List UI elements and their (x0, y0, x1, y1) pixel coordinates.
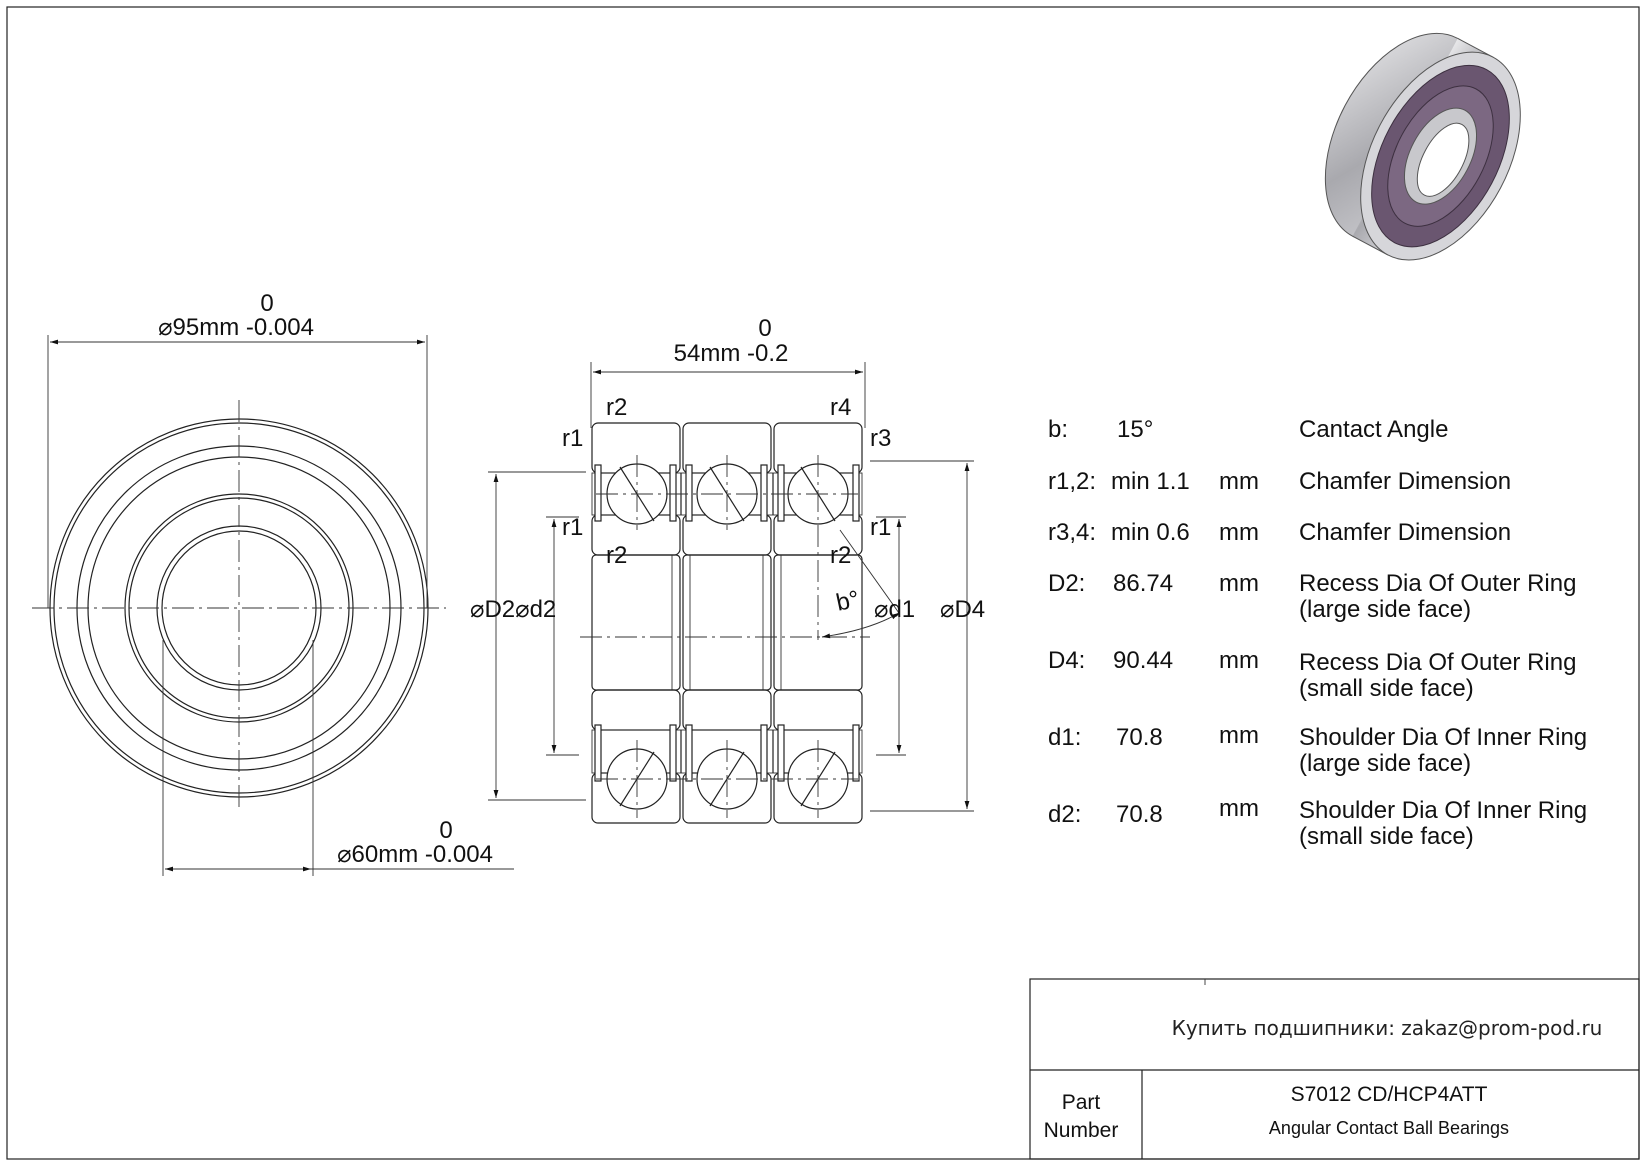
label-r2-mid-left: r2 (606, 542, 627, 569)
spec-unit: mm (1219, 519, 1259, 546)
label-r2-mid-right: r2 (830, 542, 851, 569)
spec-desc: Recess Dia Of Outer Ring (1299, 649, 1576, 676)
part-type: Angular Contact Ball Bearings (1269, 1118, 1509, 1138)
outer-diameter-tolerance: 0 (260, 290, 273, 317)
spec-desc: Shoulder Dia Of Inner Ring (1299, 724, 1587, 751)
spec-value: min 1.1 (1111, 468, 1190, 495)
spec-row-d1: d1: 70.8 mm Shoulder Dia Of Inner Ring (… (1048, 722, 1587, 777)
section-view: 0 54mm -0.2 r2 r4 r1 r3 r1 r1 r2 r2 b° ⌀… (470, 315, 985, 824)
spec-symbol: D4: (1048, 647, 1085, 674)
label-r4-top: r4 (830, 394, 851, 421)
bearing-3d-thumbnail (1324, 32, 1521, 261)
spec-unit: mm (1219, 468, 1259, 495)
outer-diameter-label: ⌀95mm -0.004 (158, 314, 314, 341)
contact-angle-arc (821, 612, 900, 639)
spec-symbol: d2: (1048, 801, 1081, 828)
front-view: 0 ⌀95mm -0.004 0 ⌀60mm -0.004 (32, 290, 514, 876)
spec-desc: Chamfer Dimension (1299, 468, 1511, 495)
spec-value: 15° (1117, 416, 1153, 443)
spec-desc-note: (small side face) (1299, 823, 1474, 850)
bearing-balls (606, 463, 849, 810)
spec-symbol: d1: (1048, 724, 1081, 751)
spec-value: 90.44 (1113, 647, 1173, 674)
part-label-line1: Part (1062, 1091, 1101, 1114)
spec-value: 86.74 (1113, 570, 1173, 597)
spec-desc: Shoulder Dia Of Inner Ring (1299, 797, 1587, 824)
spec-symbol: r1,2: (1048, 468, 1096, 495)
spec-unit: mm (1219, 570, 1259, 597)
spec-row-D4: D4: 90.44 mm Recess Dia Of Outer Ring (s… (1048, 647, 1576, 702)
spec-unit: mm (1219, 722, 1259, 749)
bore-diameter-tolerance: 0 (439, 817, 452, 844)
label-r3-top-right: r3 (870, 425, 891, 452)
label-d4: ⌀D4 (940, 596, 985, 623)
spec-table: b: 15° Cantact Angle r1,2: min 1.1 mm Ch… (1048, 416, 1587, 850)
spec-value: 70.8 (1116, 724, 1163, 751)
part-number: S7012 CD/HCP4ATT (1291, 1083, 1488, 1106)
spec-unit: mm (1219, 795, 1259, 822)
bore-diameter-label: ⌀60mm -0.004 (337, 841, 493, 868)
spec-row-contact-angle: b: 15° Cantact Angle (1048, 416, 1448, 443)
label-r1-mid-right: r1 (870, 514, 891, 541)
spec-row-D2: D2: 86.74 mm Recess Dia Of Outer Ring (l… (1048, 570, 1576, 623)
spec-value: min 0.6 (1111, 519, 1190, 546)
spec-desc: Recess Dia Of Outer Ring (1299, 570, 1576, 597)
spec-row-r34: r3,4: min 0.6 mm Chamfer Dimension (1048, 519, 1511, 546)
spec-desc-note: (large side face) (1299, 596, 1471, 623)
width-tolerance: 0 (758, 315, 771, 342)
label-r2-top: r2 (606, 394, 627, 421)
label-r1-top-left: r1 (562, 425, 583, 452)
spec-desc: Chamfer Dimension (1299, 519, 1511, 546)
sheet-border (6, 6, 1640, 1160)
label-r1-mid-left: r1 (562, 514, 583, 541)
title-block: Купить подшипники: zakaz@prom-pod.ru Par… (1029, 978, 1640, 1160)
spec-value: 70.8 (1116, 801, 1163, 828)
contact-email-text: Купить подшипники: zakaz@prom-pod.ru (1172, 1016, 1603, 1040)
spec-symbol: D2: (1048, 570, 1085, 597)
label-d2-pair: ⌀D2⌀d2 (470, 596, 556, 623)
width-label: 54mm -0.2 (674, 340, 789, 367)
spec-symbol: b: (1048, 416, 1068, 443)
part-label-line2: Number (1044, 1119, 1119, 1142)
spec-row-d2: d2: 70.8 mm Shoulder Dia Of Inner Ring (… (1048, 795, 1587, 850)
spec-desc: Cantact Angle (1299, 416, 1448, 443)
label-d1: ⌀d1 (874, 596, 915, 623)
spec-row-r12: r1,2: min 1.1 mm Chamfer Dimension (1048, 468, 1511, 495)
spec-desc-note: (small side face) (1299, 675, 1474, 702)
spec-unit: mm (1219, 647, 1259, 674)
spec-symbol: r3,4: (1048, 519, 1096, 546)
spec-desc-note: (large side face) (1299, 750, 1471, 777)
label-contact-angle: b° (834, 586, 862, 617)
